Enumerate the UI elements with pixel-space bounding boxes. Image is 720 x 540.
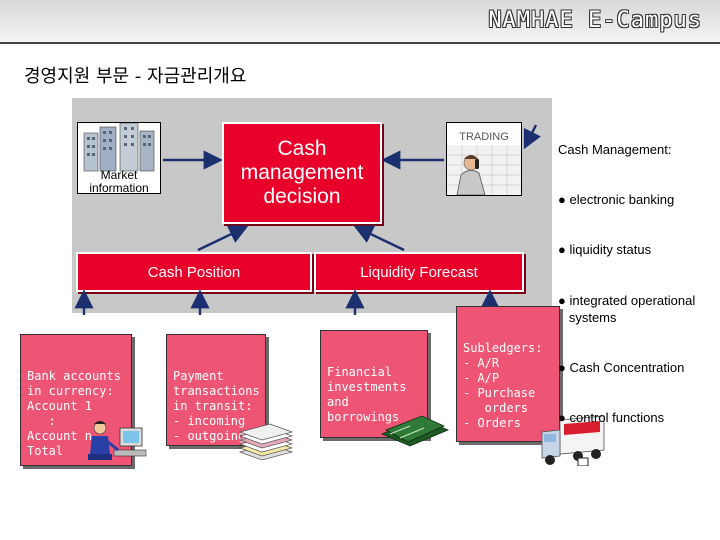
- liquidity-forecast-label: Liquidity Forecast: [360, 263, 478, 281]
- buildings-icon: [83, 123, 155, 172]
- trader-phone-icon: [447, 145, 521, 195]
- delivery-truck-icon: [541, 415, 605, 466]
- cash-decision-box: Cash management decision: [222, 122, 382, 224]
- list-item: ● Cash Concentration: [558, 359, 685, 375]
- list-item: ● integrated operational systems: [558, 292, 696, 325]
- computer-user-icon: [88, 421, 147, 460]
- financial-investments-text: Financial investments and borrowings: [327, 365, 407, 424]
- subledgers-box: Subledgers: - A/R - A/P - Purchase order…: [456, 306, 560, 442]
- market-info-label: Market information: [89, 168, 149, 195]
- list-heading: Cash Management:: [558, 141, 672, 157]
- brand-title: NAMHAE E-Campus: [488, 8, 702, 33]
- bank-accounts-text: Bank accounts in currency: Account 1 : A…: [27, 369, 121, 458]
- trading-label: TRADING: [459, 131, 509, 143]
- cash-management-list: Cash Management: ● electronic banking ● …: [558, 108, 718, 444]
- documents-stack-icon: [238, 423, 294, 460]
- cash-position-label: Cash Position: [147, 263, 241, 281]
- list-item: ● liquidity status: [558, 242, 652, 258]
- subledgers-text: Subledgers: - A/R - A/P - Purchase order…: [463, 341, 543, 430]
- bank-accounts-box: Bank accounts in currency: Account 1 : A…: [20, 334, 132, 466]
- money-bills-icon: [380, 415, 450, 447]
- payment-transactions-text: Payment transactions in transit: - incom…: [173, 369, 260, 443]
- trading-box: TRADING: [446, 122, 522, 196]
- list-item: ● control functions: [558, 410, 665, 426]
- payment-transactions-box: Payment transactions in transit: - incom…: [166, 334, 266, 446]
- liquidity-forecast-box: Liquidity Forecast: [314, 252, 524, 292]
- financial-investments-box: Financial investments and borrowings: [320, 330, 428, 438]
- cash-decision-label: Cash management decision: [240, 137, 364, 208]
- header-bar: NAMHAE E-Campus: [0, 0, 720, 44]
- page-subtitle: 경영지원 부문 - 자금관리개요: [24, 66, 247, 87]
- list-item: ● electronic banking: [558, 191, 675, 207]
- market-info-box: Market information: [77, 122, 161, 195]
